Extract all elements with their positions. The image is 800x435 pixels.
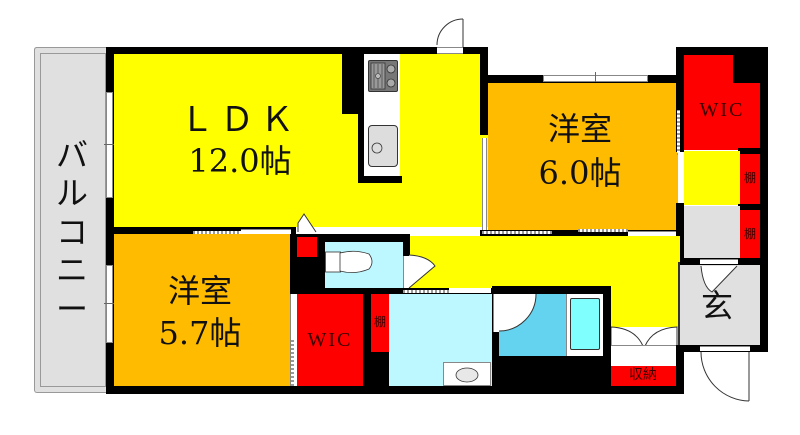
kitchen-wall-left	[342, 54, 360, 114]
shelf-3-label: 棚	[373, 315, 386, 329]
ldk-window-balcony[interactable]	[106, 92, 113, 198]
sliding-door-ldk-room2[interactable]	[193, 231, 241, 234]
bathroom-door-opening	[493, 294, 499, 332]
room1-opening	[628, 231, 678, 236]
washbasin-icon	[455, 367, 479, 383]
toilet-door-swing-icon[interactable]	[408, 254, 438, 289]
sliding-door-room1[interactable]	[482, 231, 552, 234]
western-room-1-title: 洋室	[547, 110, 612, 148]
balcony-inner	[40, 53, 106, 387]
balcony-label: バ ル コ ニ ー	[55, 136, 88, 328]
bathroom-right-wall	[603, 286, 611, 386]
wic-sliding-door[interactable]	[677, 110, 680, 155]
wic-main-label: WIC	[699, 99, 745, 121]
storage-double-door-icon[interactable]	[610, 326, 680, 348]
entrance-door-opening	[700, 346, 750, 351]
entrance-right-wall	[760, 262, 768, 352]
toilet-icon	[325, 250, 373, 273]
outer-wall-bottom	[106, 386, 684, 394]
kitchen-wall-inner	[358, 54, 366, 182]
kitchen-wall-bottom	[358, 176, 402, 183]
closet-gray	[684, 206, 740, 260]
sink-icon	[368, 125, 398, 167]
outer-wall-left	[106, 47, 114, 393]
shelf-3-bottom	[371, 352, 393, 386]
room2-wic-sliding-door[interactable]	[291, 340, 294, 386]
storage-right-wall	[676, 345, 684, 394]
western-room-2-title: 洋室	[167, 272, 232, 310]
hallway-extension	[610, 236, 680, 344]
ldk-title: ＬＤＫ	[180, 100, 300, 140]
ldk-size: 12.0帖	[188, 142, 292, 180]
sliding-door-room1b[interactable]	[578, 229, 628, 232]
entrance-label: 玄	[700, 287, 733, 325]
closet-door-swing-icon[interactable]	[700, 265, 740, 295]
bathroom-bottom-block	[499, 356, 610, 386]
stove-burners-icon	[370, 62, 396, 90]
hallway-right-edge	[678, 262, 680, 346]
window-center-mark	[104, 144, 114, 145]
wic-outer-wall	[676, 47, 768, 55]
pipe-space	[297, 237, 317, 257]
shelf-3	[371, 294, 389, 352]
ldk-room	[114, 54, 480, 227]
closet-yellow	[684, 151, 740, 205]
room1-left-door	[482, 138, 487, 230]
ldk-bottom-wall	[106, 227, 296, 234]
closet-door-opening	[700, 259, 738, 264]
bathtub	[570, 298, 600, 350]
toilet-bottom-wall	[290, 288, 500, 294]
western-room-1	[488, 83, 678, 231]
entrance-door-swing-icon[interactable]	[700, 351, 752, 403]
storage-label: 収納	[629, 367, 657, 383]
wic-small	[297, 294, 363, 386]
storage	[610, 366, 676, 386]
sink-drain-icon	[371, 142, 383, 154]
closet-left-wall	[676, 203, 684, 265]
room2-window-balcony[interactable]	[106, 265, 113, 343]
washroom-sliding-door[interactable]	[403, 290, 449, 293]
right-outer-wall	[760, 47, 768, 150]
bathroom-top-wall	[492, 286, 610, 294]
shelf-divider-1	[738, 148, 766, 154]
toilet-door-opening	[403, 256, 409, 288]
wic-small-label: WIC	[307, 329, 353, 351]
western-room-1-size: 6.0帖	[538, 154, 622, 192]
bathroom-left-wall	[492, 288, 500, 386]
shelf-2-label: 棚	[743, 227, 756, 241]
outer-wall-top-ldk	[106, 47, 488, 54]
shelf-divider-2	[738, 204, 766, 210]
ldk-room2-opening	[241, 229, 291, 234]
washroom-opening	[449, 288, 491, 293]
shelf-1-label: 棚	[743, 171, 756, 185]
room1-right-wall	[676, 47, 684, 152]
door-swing-icon[interactable]	[436, 18, 466, 48]
bathroom-door-swing-icon[interactable]	[498, 293, 539, 334]
ldk-top-door-opening	[437, 47, 463, 54]
closet-opening	[678, 152, 684, 206]
shelf-2	[740, 210, 760, 260]
storage-line	[610, 345, 678, 351]
western-room-2-size: 5.7帖	[158, 314, 242, 352]
western-room-2	[114, 234, 290, 386]
stove-icon	[368, 60, 398, 92]
shelf-1	[740, 154, 760, 204]
ldk-right-wall-upper	[480, 47, 488, 135]
window-center-mark	[595, 72, 596, 82]
wic-small-right-wall	[363, 294, 371, 386]
window-center-mark	[104, 303, 114, 304]
wic-corner-pillar	[733, 55, 761, 83]
pipe-door-swing-icon[interactable]	[297, 213, 319, 233]
room1-bottom-wall	[480, 230, 678, 236]
